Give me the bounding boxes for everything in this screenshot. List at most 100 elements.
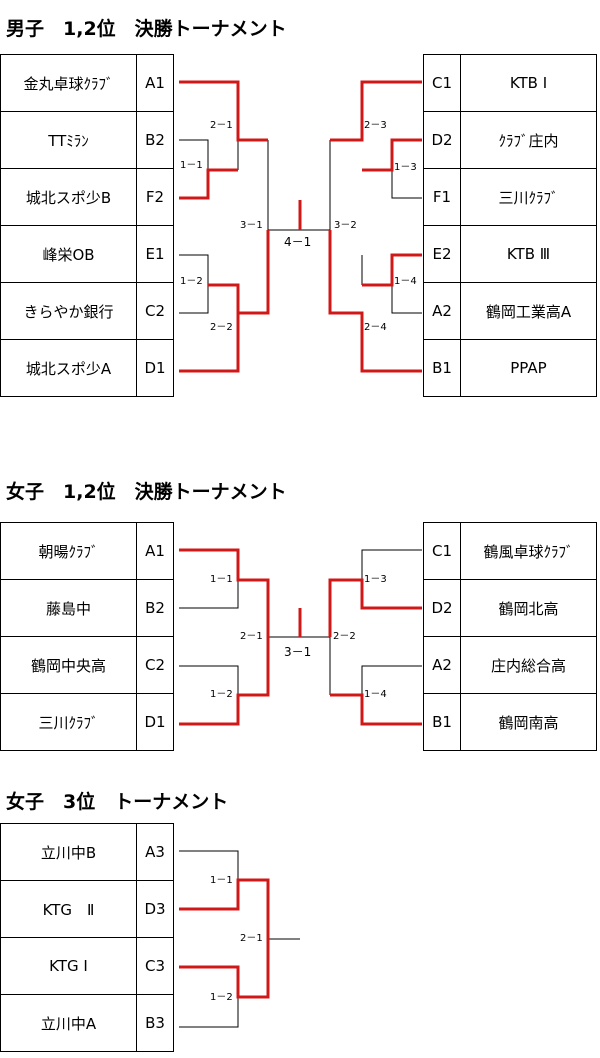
seed-code: C1 [423, 522, 461, 580]
winner-path [179, 80, 268, 142]
girls-bracket: 1－1 1－2 2－1 3－1 2－2 1－3 1－4 [179, 548, 422, 726]
winner-path [179, 637, 270, 726]
seed-code: D2 [423, 111, 461, 169]
seed-code: E1 [136, 225, 174, 283]
seed-code: B3 [136, 994, 174, 1052]
team-name: 藤島中 [0, 579, 137, 637]
seed-code: D2 [423, 579, 461, 637]
seed-code: B1 [423, 339, 461, 397]
match-label: 1－2 [180, 276, 203, 287]
winner-path [328, 230, 422, 373]
seed-code: A2 [423, 282, 461, 340]
winner-path [330, 80, 422, 142]
seed-code: D3 [136, 880, 174, 938]
match-label: 2－2 [210, 322, 233, 333]
team-name: KTG Ⅰ [0, 937, 137, 995]
team-name: 鶴岡中央高 [0, 636, 137, 694]
match-label-final: 3－1 [284, 645, 311, 659]
boys-section-title: 男子 1,2位 決勝トーナメント [6, 18, 287, 40]
bracket-line [179, 997, 239, 1028]
seed-code: A1 [136, 54, 174, 112]
match-label: 1－1 [180, 160, 203, 171]
team-name: KTG Ⅱ [0, 880, 137, 938]
match-label: 3－2 [334, 220, 357, 231]
match-label: 2－3 [364, 120, 387, 131]
winner-path [179, 168, 238, 200]
team-name: 立川中A [0, 994, 137, 1052]
seed-code: F2 [136, 168, 174, 226]
team-name: 三川ｸﾗﾌﾞ [460, 168, 597, 226]
seed-code: F1 [423, 168, 461, 226]
team-name: 鶴風卓球ｸﾗﾌﾞ [460, 522, 597, 580]
match-label: 1－3 [394, 162, 417, 173]
match-label: 1－1 [210, 875, 233, 886]
seed-code: B2 [136, 111, 174, 169]
seed-code: A2 [423, 636, 461, 694]
bracket-line [179, 139, 209, 170]
team-name: 峰栄OB [0, 225, 137, 283]
team-name: 庄内総合高 [460, 636, 597, 694]
team-name: 城北スポ少B [0, 168, 137, 226]
bracket-line [179, 850, 239, 880]
team-name: KTB Ⅰ [460, 54, 597, 112]
winner-path [328, 578, 422, 637]
match-label: 1－2 [210, 689, 233, 700]
team-name: PPAP [460, 339, 597, 397]
bracket-line [179, 580, 239, 609]
team-name: 金丸卓球ｸﾗﾌﾞ [0, 54, 137, 112]
seed-code: D1 [136, 693, 174, 751]
winner-path [179, 548, 270, 637]
girls3-section-title: 女子 3位 トーナメント [6, 791, 229, 813]
winner-path [179, 283, 240, 373]
match-label-final: 4－1 [284, 235, 311, 249]
winner-path [362, 253, 422, 287]
match-label: 1－4 [364, 689, 387, 700]
team-name: 鶴岡南高 [460, 693, 597, 751]
bracket-line [179, 254, 209, 285]
team-name: 鶴岡工業高A [460, 282, 597, 340]
seed-code: B2 [136, 579, 174, 637]
match-label: 1－1 [210, 574, 233, 585]
match-label: 1－4 [394, 276, 417, 287]
bracket-line [179, 665, 239, 695]
match-label: 2－1 [210, 120, 233, 131]
winner-path [179, 939, 270, 999]
match-label: 1－2 [210, 992, 233, 1003]
seed-code: C2 [136, 636, 174, 694]
winner-path [238, 230, 270, 315]
winner-path [179, 878, 270, 939]
seed-code: B1 [423, 693, 461, 751]
match-label: 2－1 [240, 631, 263, 642]
boys-bracket: 2－1 1－1 3－1 1－2 2－2 4－1 3－2 2－3 1－3 1－4 … [179, 80, 422, 373]
team-name: ｸﾗﾌﾞ庄内 [460, 111, 597, 169]
match-label: 2－4 [364, 322, 387, 333]
seed-code: C2 [136, 282, 174, 340]
winner-path [330, 693, 422, 726]
bracket-line [179, 285, 209, 314]
bracket-line [391, 170, 422, 199]
